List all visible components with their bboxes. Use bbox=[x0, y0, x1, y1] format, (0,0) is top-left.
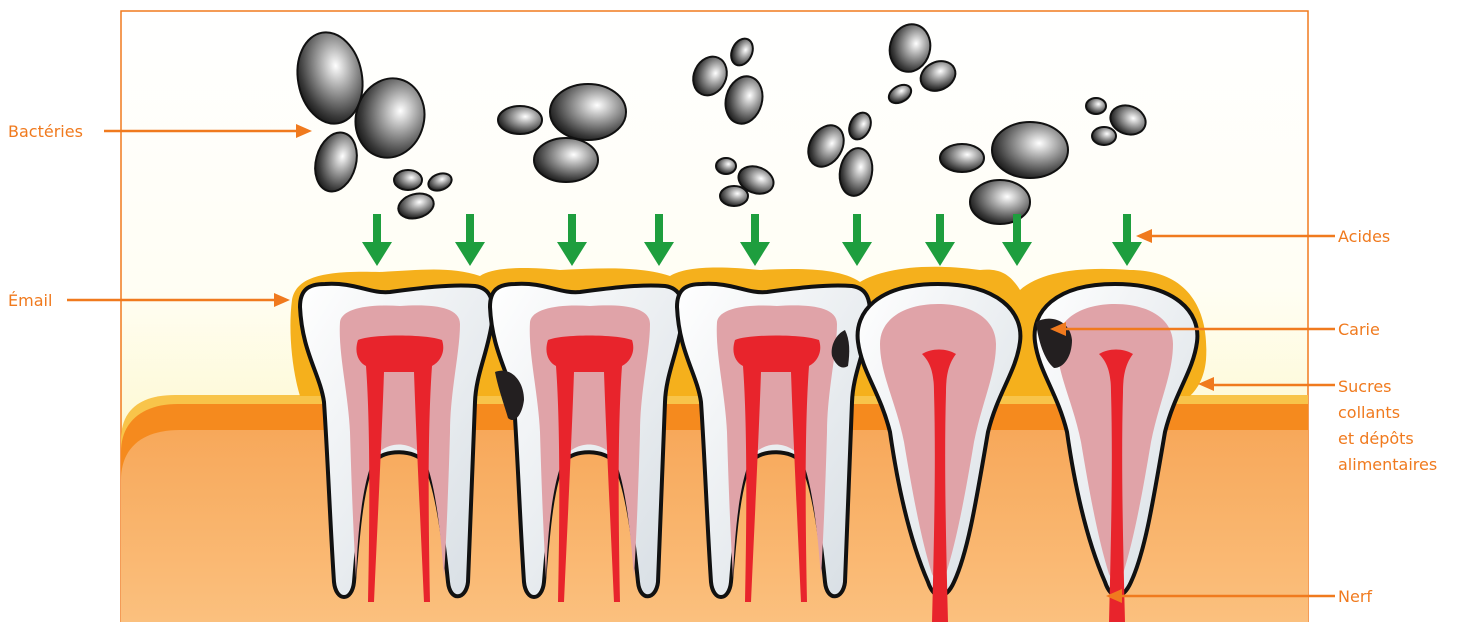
label-sugars-2: collants bbox=[1338, 403, 1400, 422]
label-sugars-4: alimentaires bbox=[1338, 455, 1437, 474]
label-bacteria: Bactéries bbox=[8, 122, 83, 141]
label-enamel: Émail bbox=[8, 291, 52, 310]
label-nerve: Nerf bbox=[1338, 587, 1372, 606]
label-acids: Acides bbox=[1338, 227, 1390, 246]
label-cavity: Carie bbox=[1338, 320, 1380, 339]
label-sugars-1: Sucres bbox=[1338, 377, 1392, 396]
label-sugars-3: et dépôts bbox=[1338, 429, 1414, 448]
